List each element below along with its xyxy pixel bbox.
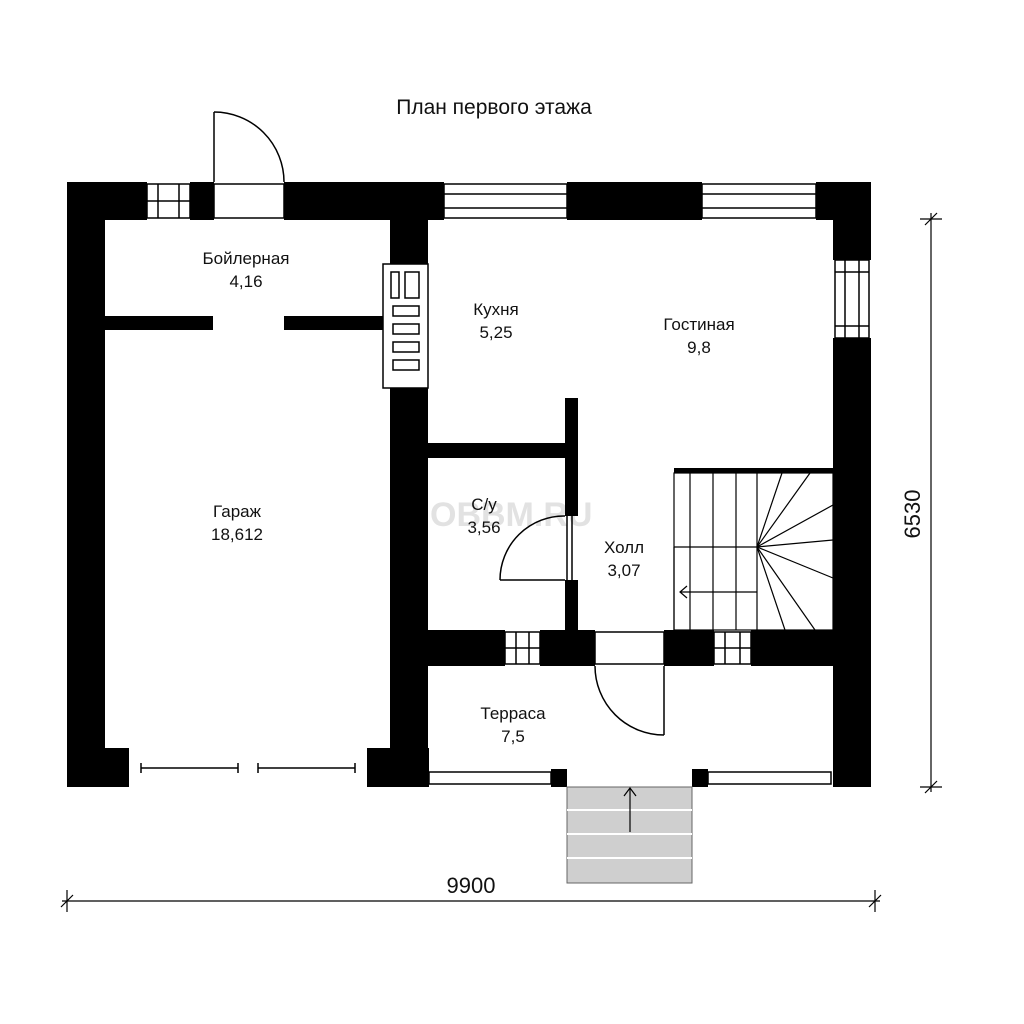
room-hall-area: 3,07 <box>607 561 640 580</box>
window-wc <box>504 631 541 665</box>
terrace-post-left <box>551 769 567 787</box>
wall-top-4 <box>567 182 702 220</box>
room-boiler-name: Бойлерная <box>203 249 290 268</box>
chimney-icon <box>382 263 429 389</box>
room-terrace-area: 7,5 <box>501 727 525 746</box>
plan-title: План первого этажа <box>396 96 592 119</box>
wall-right-lower <box>833 338 871 787</box>
room-garage-area: 18,612 <box>211 525 263 544</box>
walls <box>67 182 871 787</box>
wall-partition-lower <box>390 388 428 787</box>
wall-terrace-2 <box>540 630 595 666</box>
door-wc <box>499 515 573 581</box>
room-kitchen-name: Кухня <box>473 300 519 319</box>
door-boiler-entry <box>213 111 285 219</box>
wall-right-upper <box>833 182 871 260</box>
terrace-post-right <box>692 769 708 787</box>
garage-gate <box>140 763 356 773</box>
wall-partition-foot <box>367 748 429 787</box>
wall-boiler-left <box>105 316 213 330</box>
windows <box>146 183 870 785</box>
doors <box>140 111 665 773</box>
arrow-up-icon <box>623 787 637 797</box>
room-boiler-area: 4,16 <box>229 272 262 291</box>
window-living <box>701 183 817 219</box>
window-hall <box>713 631 752 665</box>
room-wc-name: С/у <box>471 495 497 514</box>
room-living-name: Гостиная <box>663 315 734 334</box>
room-garage-name: Гараж <box>213 502 262 521</box>
wall-kitchen-wc <box>428 443 570 458</box>
window-living-side <box>834 259 870 339</box>
window-kitchen <box>443 183 568 219</box>
wall-boiler-right <box>284 316 390 330</box>
dimension-width-label: 9900 <box>447 873 496 898</box>
room-wc-area: 3,56 <box>467 518 500 537</box>
wall-partition-upper <box>390 182 428 264</box>
wall-wc-hall-upper <box>565 398 578 516</box>
window-boiler <box>146 183 191 219</box>
terrace-railing-left <box>428 771 552 785</box>
room-living-area: 9,8 <box>687 338 711 357</box>
dimension-height-label: 6530 <box>900 490 925 539</box>
wall-left-foot <box>67 748 129 787</box>
staircase <box>673 472 834 631</box>
room-terrace-name: Терраса <box>480 704 546 723</box>
stair-edge <box>674 468 833 473</box>
door-entrance <box>594 631 665 736</box>
wall-terrace-3 <box>664 630 714 666</box>
room-hall-name: Холл <box>604 538 644 557</box>
wall-wc-hall-lower <box>565 580 578 632</box>
wall-top-2 <box>190 182 214 220</box>
wall-left <box>67 182 105 787</box>
dimension-height <box>920 212 942 794</box>
dimension-width <box>60 890 882 912</box>
terrace-railing-right <box>707 771 832 785</box>
room-labels: Бойлерная 4,16 Кухня 5,25 Гостиная 9,8 Г… <box>203 249 735 746</box>
room-kitchen-area: 5,25 <box>479 323 512 342</box>
entry-steps <box>566 786 693 884</box>
wall-terrace-4 <box>751 630 833 666</box>
wall-terrace-1 <box>428 630 505 666</box>
